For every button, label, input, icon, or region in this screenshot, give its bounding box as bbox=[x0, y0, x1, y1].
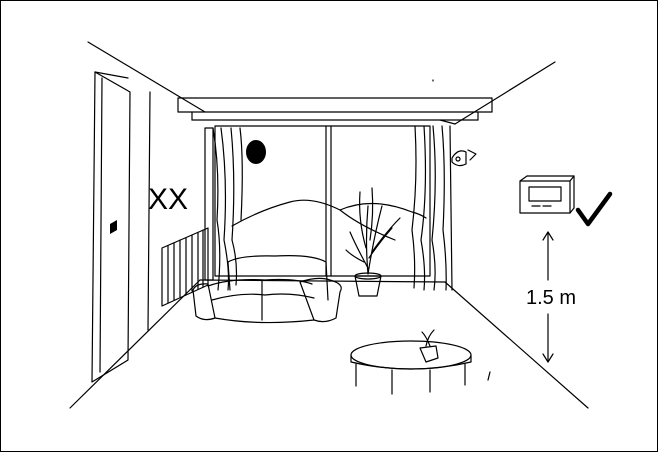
room-outline bbox=[70, 42, 588, 408]
thermostat-unit bbox=[520, 176, 574, 213]
coffee-table bbox=[351, 330, 471, 394]
checkmark-icon bbox=[578, 194, 610, 224]
wrong-location-marks: XX bbox=[148, 183, 188, 216]
floor-mark bbox=[488, 372, 490, 380]
sun-icon bbox=[246, 140, 266, 164]
door bbox=[92, 72, 130, 382]
height-label: 1.5 m bbox=[526, 287, 576, 309]
ceiling-beam bbox=[178, 98, 492, 124]
curtain-left bbox=[205, 128, 242, 290]
plant bbox=[346, 188, 400, 296]
curtain-right bbox=[412, 126, 452, 290]
ceiling-detector bbox=[452, 150, 476, 166]
